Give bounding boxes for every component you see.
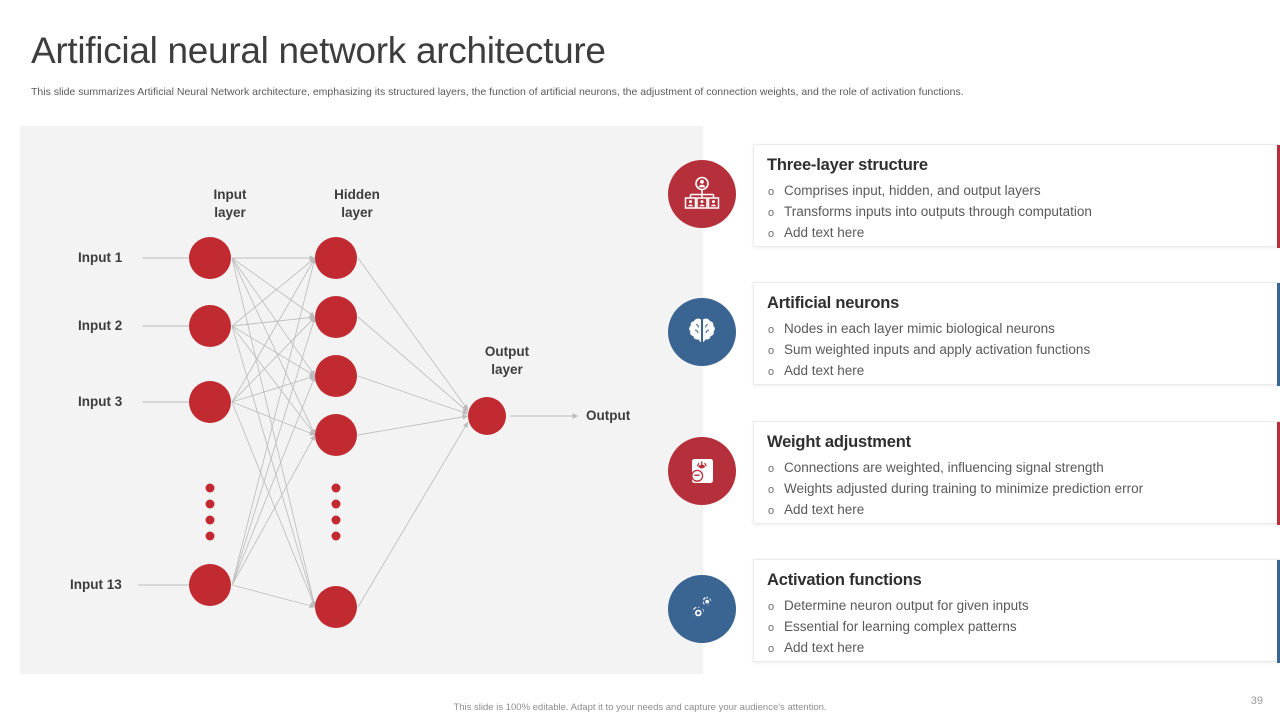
card-body: Three-layer structure o Comprises input,… — [753, 144, 1280, 248]
bullet-text: Comprises input, hidden, and output laye… — [784, 183, 1041, 198]
list-item: o Nodes in each layer mimic biological n… — [768, 319, 1090, 340]
bullet-text: Nodes in each layer mimic biological neu… — [784, 321, 1055, 336]
bullet-text: Weights adjusted during training to mini… — [784, 481, 1144, 496]
list-item: o Determine neuron output for given inpu… — [768, 596, 1029, 617]
bullet-text: Add text here — [784, 225, 865, 240]
page-number: 39 — [1250, 695, 1263, 707]
page-title: Artificial neural network architecture — [31, 30, 606, 71]
hidden-layer-label: Hidden layer — [297, 186, 417, 222]
input-layer-label-line1: Input — [213, 187, 247, 202]
card-bullet-list: o Determine neuron output for given inpu… — [768, 596, 1029, 659]
gears-icon — [668, 575, 736, 643]
input-layer-label: Input layer — [170, 186, 290, 222]
bullet-text: Essential for learning complex patterns — [784, 619, 1017, 634]
list-item: o Weights adjusted during training to mi… — [768, 479, 1143, 500]
weighing-scale-icon — [668, 437, 736, 505]
input-layer-ellipsis — [205, 483, 215, 541]
list-item: o Add text here — [768, 361, 1090, 382]
card-bullet-list: o Comprises input, hidden, and output la… — [768, 181, 1092, 244]
output-layer-node — [468, 397, 506, 435]
bullet-marker: o — [768, 601, 775, 613]
footer-note: This slide is 100% editable. Adapt it to… — [453, 702, 827, 713]
card-body: Weight adjustment o Connections are weig… — [753, 421, 1280, 525]
list-item: o Comprises input, hidden, and output la… — [768, 181, 1092, 202]
bullet-marker: o — [768, 643, 775, 655]
card-title: Activation functions — [767, 571, 922, 589]
card-accent-bar — [1277, 560, 1280, 663]
org-chart-icon — [668, 160, 736, 228]
card-accent-bar — [1277, 283, 1280, 386]
bullet-text: Transforms inputs into outputs through c… — [784, 204, 1092, 219]
card-title: Three-layer structure — [767, 156, 928, 174]
bullet-marker: o — [768, 366, 775, 378]
card-title: Artificial neurons — [767, 294, 900, 312]
bullet-marker: o — [768, 345, 775, 357]
brain-icon — [668, 298, 736, 366]
bullet-marker: o — [768, 484, 775, 496]
list-item: o Sum weighted inputs and apply activati… — [768, 340, 1090, 361]
output-layer-label: Output layer — [447, 343, 567, 379]
bullet-text: Add text here — [784, 640, 865, 655]
card-body: Activation functions o Determine neuron … — [753, 559, 1280, 663]
list-item: o Transforms inputs into outputs through… — [768, 202, 1092, 223]
output-layer-label-line2: layer — [491, 362, 523, 377]
card-title: Weight adjustment — [767, 433, 911, 451]
hidden-layer-nodes — [315, 237, 357, 628]
hidden-layer-label-line1: Hidden — [334, 187, 380, 202]
edge-group-hidden-output — [357, 257, 469, 608]
bullet-marker: o — [768, 207, 775, 219]
bullet-marker: o — [768, 463, 775, 475]
input-label-1: Input 1 — [78, 250, 123, 265]
input-layer-nodes — [189, 237, 231, 606]
bullet-text: Add text here — [784, 502, 865, 517]
list-item: o Add text here — [768, 500, 1143, 521]
output-label: Output — [586, 408, 631, 423]
bullet-marker: o — [768, 186, 775, 198]
bullet-marker: o — [768, 505, 775, 517]
card-bullet-list: o Connections are weighted, influencing … — [768, 458, 1143, 521]
list-item: o Connections are weighted, influencing … — [768, 458, 1143, 479]
bullet-text: Determine neuron output for given inputs — [784, 598, 1029, 613]
input-label-13: Input 13 — [70, 577, 122, 592]
edge-group-input-arrows — [138, 255, 202, 588]
list-item: o Essential for learning complex pattern… — [768, 617, 1029, 638]
neural-network-diagram: Input layer Hidden layer Output layer In… — [20, 126, 703, 674]
edge-group-input-hidden — [231, 255, 317, 609]
bullet-text: Add text here — [784, 363, 865, 378]
input-layer-label-line2: layer — [214, 205, 246, 220]
bullet-marker: o — [768, 622, 775, 634]
list-item: o Add text here — [768, 223, 1092, 244]
page-subtitle: This slide summarizes Artificial Neural … — [31, 86, 964, 98]
bullet-text: Connections are weighted, influencing si… — [784, 460, 1104, 475]
input-label-3: Input 3 — [78, 394, 123, 409]
bullet-marker: o — [768, 324, 775, 336]
output-layer-label-line1: Output — [484, 344, 530, 359]
list-item: o Add text here — [768, 638, 1029, 659]
bullet-text: Sum weighted inputs and apply activation… — [784, 342, 1091, 357]
bullet-marker: o — [768, 228, 775, 240]
hidden-layer-ellipsis — [331, 483, 341, 541]
hidden-layer-label-line2: layer — [341, 205, 373, 220]
input-label-2: Input 2 — [78, 318, 123, 333]
card-body: Artificial neurons o Nodes in each layer… — [753, 282, 1280, 386]
card-bullet-list: o Nodes in each layer mimic biological n… — [768, 319, 1090, 382]
card-accent-bar — [1277, 422, 1280, 525]
network-graph-svg — [138, 237, 578, 628]
card-accent-bar — [1277, 145, 1280, 248]
